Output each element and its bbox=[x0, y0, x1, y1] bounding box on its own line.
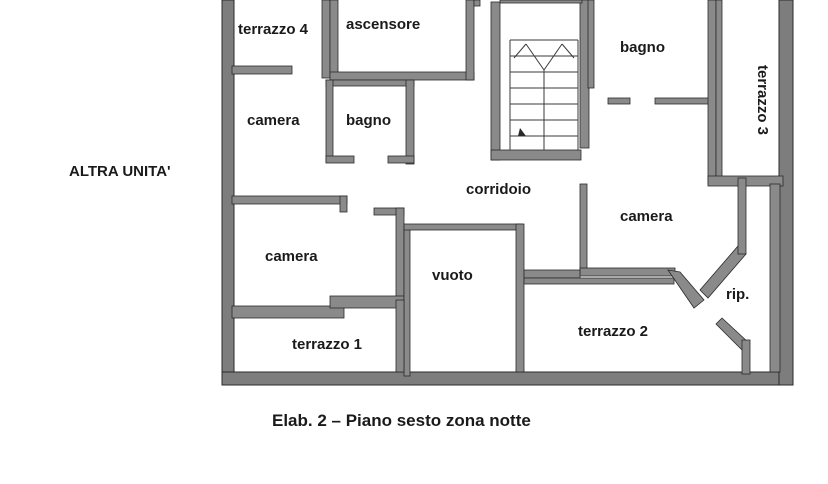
label-bagno-top: bagno bbox=[620, 39, 665, 56]
wall-camera-bottom-bottom-b bbox=[329, 295, 405, 309]
wall-outer-bottom bbox=[221, 371, 794, 386]
room-labels: terrazzo 4 ascensore bagno terrazzo 3 ca… bbox=[238, 16, 771, 353]
wall-bagno-top-left bbox=[587, 0, 595, 89]
label-bagno-small: bagno bbox=[346, 112, 391, 129]
label-camera-right: camera bbox=[620, 208, 673, 225]
wall-stair-bottom bbox=[490, 149, 582, 161]
wall-vuoto-top bbox=[403, 223, 523, 231]
wall-bagno-top-stub bbox=[607, 97, 631, 105]
wall-camera-right-bottom bbox=[579, 267, 676, 277]
wall-stair-top bbox=[499, 0, 583, 4]
wall-bagno-top-right bbox=[707, 0, 717, 185]
staircase bbox=[509, 39, 579, 150]
wall-bagno-small-left bbox=[325, 79, 334, 163]
wall-ascensore-bottom bbox=[329, 71, 475, 81]
wall-camera-right-left bbox=[579, 183, 588, 275]
wall-bagno-small-right bbox=[405, 79, 415, 165]
stair-diag-c bbox=[513, 43, 527, 59]
label-ascensore: ascensore bbox=[346, 16, 420, 33]
label-terrazzo-4: terrazzo 4 bbox=[238, 21, 309, 38]
stair-diag-a bbox=[525, 43, 545, 71]
stair-arrow bbox=[518, 128, 526, 136]
label-corridoio: corridoio bbox=[466, 181, 531, 198]
wall-vuoto-left bbox=[403, 225, 411, 377]
wall-ascensore-left bbox=[329, 0, 339, 79]
wall-bagno-small-top bbox=[325, 79, 415, 87]
label-camera-left-top: camera bbox=[247, 112, 300, 129]
label-terrazzo-3: terrazzo 3 bbox=[754, 65, 771, 135]
stair-diag-d bbox=[561, 43, 575, 59]
wall-stair-left bbox=[490, 1, 501, 161]
label-terrazzo-2: terrazzo 2 bbox=[578, 323, 648, 340]
wall-vuoto-right bbox=[515, 223, 525, 373]
wall-terrazzo4-right bbox=[321, 0, 331, 79]
label-vuoto: vuoto bbox=[432, 267, 473, 284]
top-walls bbox=[231, 0, 784, 277]
label-altra-unita: ALTRA UNITA' bbox=[69, 163, 171, 180]
wall-rip-left bbox=[737, 177, 747, 255]
wall-outer-right bbox=[778, 0, 794, 386]
stair-diag-b bbox=[543, 43, 563, 71]
wall-terrazzo2-top-b bbox=[523, 277, 675, 285]
wall-bagno-small-bottom-b bbox=[387, 155, 415, 164]
wall-camera-top-stub bbox=[339, 195, 348, 213]
wall-terrazzo2-top bbox=[523, 269, 581, 279]
wall-ascensore-right bbox=[465, 0, 475, 81]
wall-camera-bottom-bottom bbox=[231, 305, 345, 319]
wall-terrazzo4-bottom bbox=[231, 65, 293, 75]
outer-walls bbox=[221, 0, 794, 386]
lower-walls bbox=[231, 177, 781, 377]
wall-diagonal-a bbox=[667, 269, 705, 309]
plan-caption: Elab. 2 – Piano sesto zona notte bbox=[272, 411, 531, 430]
wall-outer-right-inner bbox=[769, 183, 781, 373]
wall-bagno-small-bottom-a bbox=[325, 155, 355, 164]
label-rip: rip. bbox=[726, 286, 749, 303]
label-terrazzo-1: terrazzo 1 bbox=[292, 336, 362, 353]
wall-vuoto-bottom-ledge bbox=[395, 299, 405, 373]
wall-camera-bottom-right-a bbox=[395, 207, 405, 309]
wall-terrazzo3-left bbox=[715, 0, 723, 179]
wall-bagno-top-bottom bbox=[654, 97, 711, 105]
wall-top-stub bbox=[473, 0, 481, 7]
wall-camera-top-divider bbox=[231, 195, 348, 205]
wall-outer-left bbox=[221, 0, 235, 386]
wall-rip-bottom bbox=[741, 339, 751, 375]
label-camera-left-bottom: camera bbox=[265, 248, 318, 265]
